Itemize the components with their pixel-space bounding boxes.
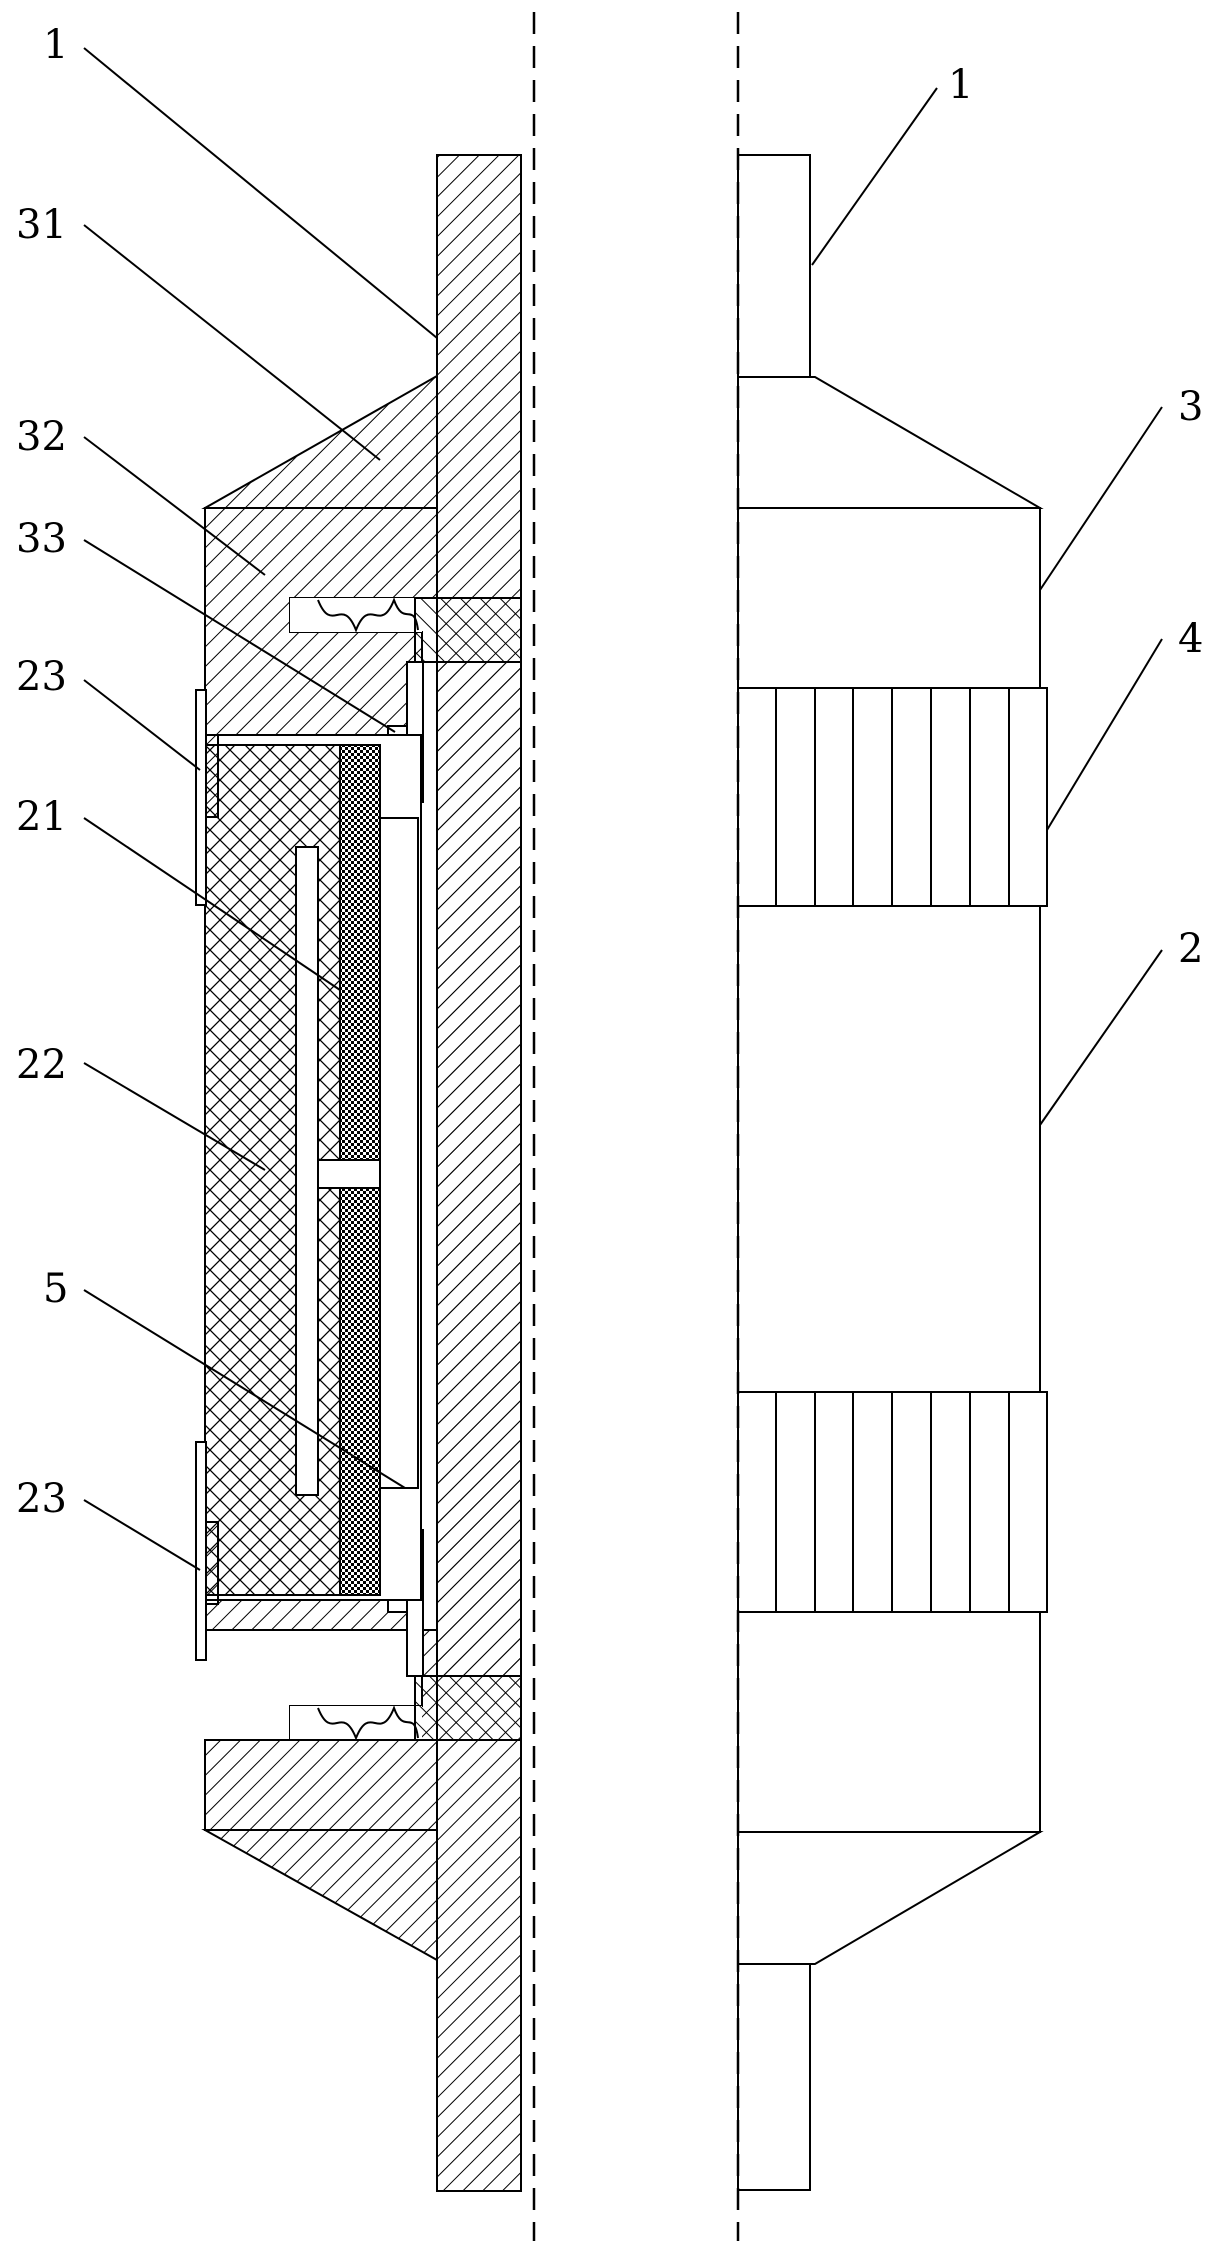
lower-cone-gap: [205, 1740, 437, 1830]
seal-23-lower: [196, 1442, 206, 1660]
section-view: [196, 155, 521, 2191]
label-23-upper: 23: [16, 654, 67, 700]
lower-body-outline: [738, 1612, 1040, 1832]
shaft-middle-section: [437, 662, 521, 1676]
external-view: [738, 155, 1047, 2190]
label-2: 2: [1178, 926, 1203, 972]
lower-cone-outline: [738, 1832, 1040, 1964]
connector-bar: [318, 1160, 380, 1188]
center-body-outline: [738, 906, 1040, 1392]
label-3: 3: [1178, 384, 1203, 430]
lower-slip-teeth: [776, 1392, 1009, 1612]
upper-slip-teeth: [776, 688, 1009, 906]
upper-cone-section: [205, 376, 437, 508]
lower-cone-section: [205, 1830, 437, 1960]
channel-5: [380, 818, 418, 1488]
seal-23-lower-inner: [206, 1522, 218, 1604]
upper-cone-outline: [738, 377, 1040, 508]
label-21: 21: [16, 794, 67, 840]
label-22: 22: [16, 1042, 67, 1088]
lower-ring-section: [415, 1676, 521, 1740]
upper-shaft-outline: [738, 155, 810, 377]
label-1-left: 1: [43, 22, 68, 68]
element-22-slot: [296, 847, 318, 1495]
lower-shaft-outline: [738, 1964, 810, 2190]
label-32: 32: [16, 414, 67, 460]
label-5: 5: [43, 1266, 68, 1312]
label-23-lower: 23: [16, 1476, 67, 1522]
label-1-right: 1: [948, 62, 973, 108]
upper-body-outline: [738, 508, 1040, 688]
label-4: 4: [1178, 616, 1203, 662]
upper-ring-section: [415, 598, 521, 662]
lower-spring-cavity: [290, 1706, 422, 1740]
label-33: 33: [16, 516, 67, 562]
seal-23-upper-inner: [206, 735, 218, 817]
upper-spring-cavity: [290, 598, 422, 632]
seal-23-upper: [196, 690, 206, 905]
label-31: 31: [16, 202, 67, 248]
